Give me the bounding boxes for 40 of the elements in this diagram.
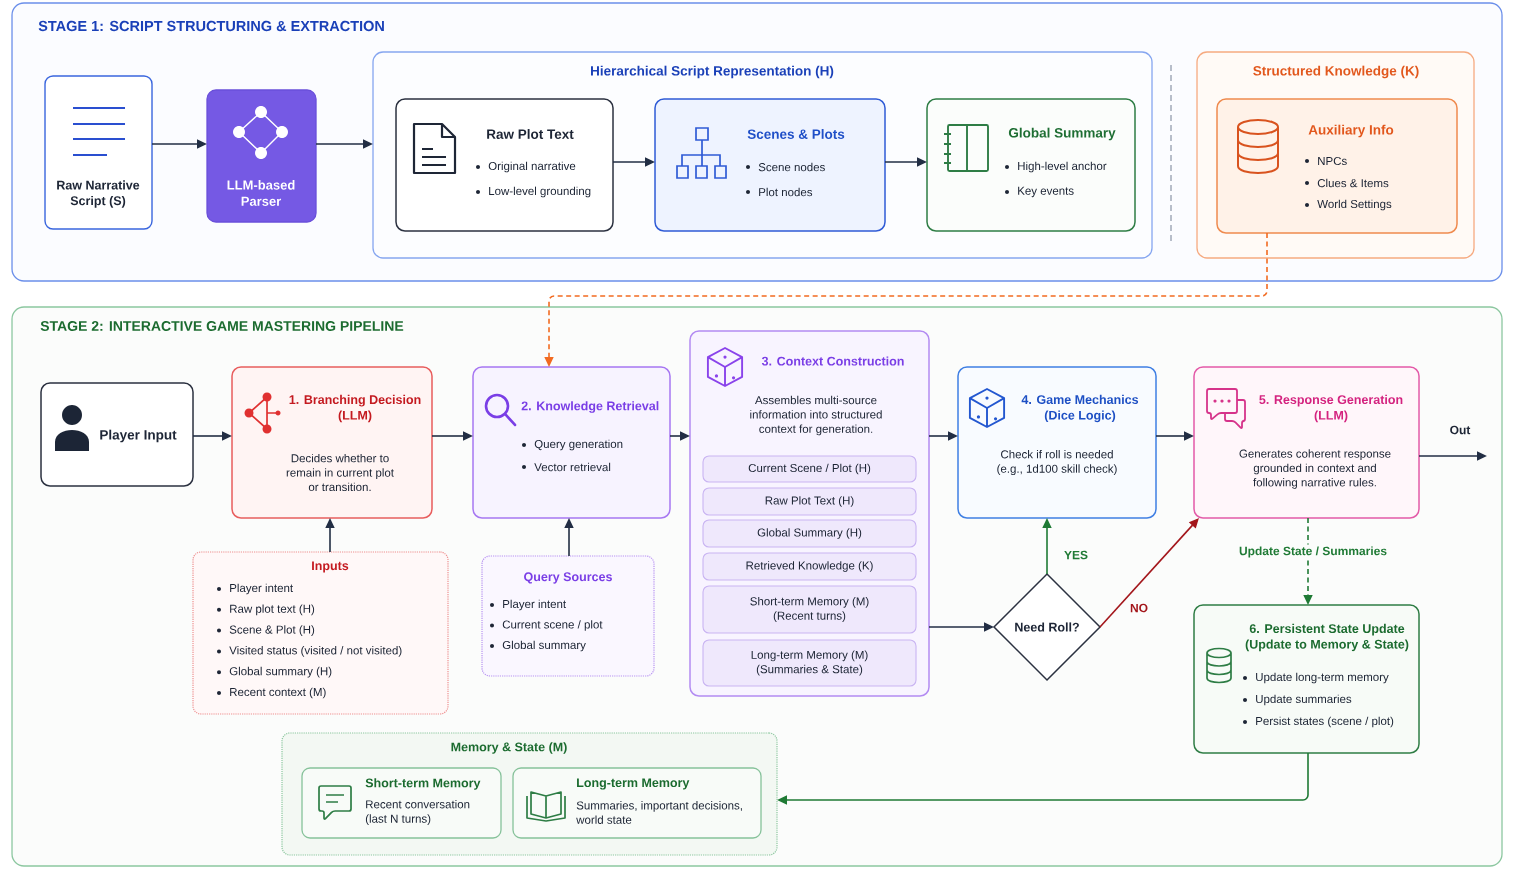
body-text: Generates coherent response grounded in context and following narrative rules. [1239,449,1391,489]
bullet-item: Raw plot text (H) [230,604,315,616]
bullet-item: Scene nodes [758,162,825,172]
body-text: Summaries, important decisions, world state [576,801,742,824]
body-text: Decides whether to remain in current plot or transition. [286,453,394,492]
body-text: Assembles multi-source information into structured context for generation. [750,395,882,436]
edge-label: Update State / Summaries [1237,544,1390,560]
context-item-box: Raw Plot Text (H) [702,487,917,516]
bullet-item: Query generation [534,439,623,451]
bullet-item: Player intent [230,583,293,595]
bullet-item: NPCs [1318,156,1347,166]
bullet-item: Vector retrieval [534,462,611,472]
bullet-item: Global summary [502,640,586,652]
bullet-item: Original narrative [488,161,576,173]
parser-box: LLM-based Parser [206,89,317,223]
bullet-item: Low-level grounding [489,186,591,198]
bullet-item: Update long-term memory [1256,672,1389,684]
bullet-item: Update summaries [1256,694,1352,706]
bullet-item: Recent context (M) [230,687,326,699]
body-text: Check if roll is needed (e.g., 1d100 skill check) [997,449,1117,476]
script-card: Raw Narrative Script (S) [44,75,153,230]
bullet-item: World Settings [1317,199,1392,211]
bullet-item: Current scene / plot [502,620,603,631]
input-box: Player Input [40,382,194,487]
body-text: Recent conversation (last N turns) [365,799,470,826]
context-item-box: Current Scene / Plot (H) [702,455,917,483]
bullet-item: Plot nodes [759,187,813,197]
context-item-box: Long-term Memory (M) (Summaries & State) [702,639,917,687]
bullet-item: Visited status (visited / not visited) [229,646,402,657]
bullet-item: Global summary (H) [229,666,332,678]
arrow [1099,518,1199,628]
bullet-item: Persist states (scene / plot) [1256,716,1394,728]
bullet-item: High-level anchor [1018,161,1107,173]
bullet-item: Clues & Items [1317,178,1389,188]
context-item-box: Global Summary (H) [702,519,917,548]
context-item-box: Short-term Memory (M) (Recent turns) [702,585,917,634]
bullet-item: Key events [1018,186,1074,198]
bullet-item: Scene & Plot (H) [229,625,315,636]
bullet-item: Player intent [503,599,566,611]
context-item-box: Retrieved Knowledge (K) [702,552,917,581]
